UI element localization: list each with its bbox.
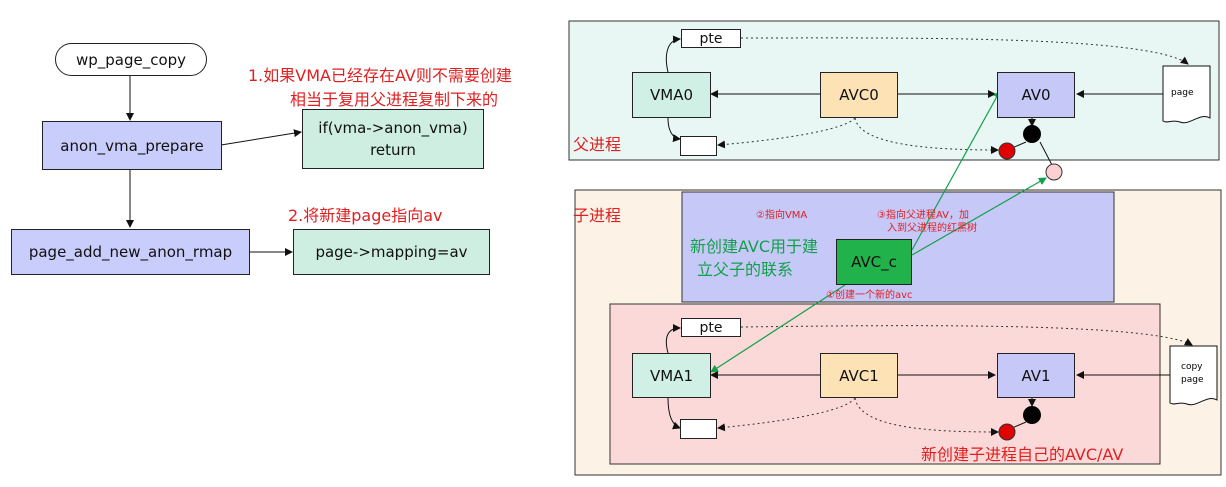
parent-avc0: AVC0 — [820, 72, 898, 118]
avc1-to-red-dotted — [854, 397, 999, 436]
node-mapping-label: page->mapping=av — [315, 243, 468, 261]
black1-to-red — [1011, 421, 1027, 429]
copy-page-doc-shape — [1169, 345, 1218, 406]
avcc-to-pink-green — [911, 177, 1047, 256]
child-av1: AV1 — [997, 353, 1075, 398]
node-anon-vma-prepare: anon_vma_prepare — [42, 121, 222, 170]
vma0-to-box — [667, 117, 681, 143]
black-to-pink — [1039, 141, 1053, 166]
copy-page-label-line-2: page — [1181, 375, 1204, 385]
parent-process-label: 父进程 — [573, 135, 622, 154]
parent-avc0-label: AVC0 — [839, 86, 879, 104]
child-pte: pte — [681, 318, 741, 337]
parent-page-label: page — [1171, 88, 1194, 98]
child-vma1: VMA1 — [632, 353, 711, 398]
step-2-note: ②指向VMA — [756, 210, 808, 221]
rbtree-node-red — [998, 142, 1016, 160]
child-own-avc-av-note: 新创建子进程自己的AVC/AV — [921, 445, 1124, 464]
child-process-label: 子进程 — [573, 206, 622, 225]
rbtree-node-black — [1023, 125, 1041, 143]
vma1-to-box — [667, 397, 681, 430]
note-2: 2.将新建page指向av — [288, 206, 443, 225]
step-1-note: ①创建一个新的avc — [826, 290, 913, 301]
note-1-line-2: 相当于复用父进程复制下来的 — [290, 90, 499, 109]
avcc-to-vma1-green — [710, 284, 846, 373]
child-avc1: AVC1 — [820, 353, 898, 398]
check-line-1: if(vma->anon_vma) — [318, 119, 468, 137]
avc1-to-box-dotted — [717, 397, 856, 432]
child-pte-slot — [680, 419, 717, 439]
step-3-note-line-1: ③指向父进程AV，加 — [877, 210, 970, 221]
child-avc-c-label: AVC_c — [851, 253, 897, 271]
vma0-to-pte — [665, 35, 681, 73]
parent-pte: pte — [681, 29, 741, 48]
pte-to-page-dotted — [740, 37, 1189, 65]
child-pte-label: pte — [699, 319, 723, 336]
node-anon-vma-prepare-label: anon_vma_prepare — [60, 136, 204, 155]
child-avc1-label: AVC1 — [839, 366, 879, 385]
parent-av0-label: AV0 — [1021, 86, 1051, 104]
node-wp-page-copy-label: wp_page_copy — [75, 50, 187, 69]
vma1-to-pte — [665, 324, 681, 354]
parent-vma0: VMA0 — [632, 72, 711, 118]
note-1-line-1: 1.如果VMA已经存在AV则不需要创建 — [248, 66, 512, 85]
node-page-add-new-anon-rmap: page_add_new_anon_rmap — [11, 229, 250, 275]
step-3-note-line-2: 入到父进程的红黑树 — [887, 223, 977, 234]
new-avc-note-line-2: 立父子的联系 — [697, 260, 794, 279]
rbtree-node-new — [1045, 163, 1063, 181]
parent-av0: AV0 — [997, 72, 1075, 118]
child-avc-c: AVC_c — [836, 239, 912, 285]
avc0-to-box-dotted — [717, 117, 856, 149]
check-line-2: return — [370, 141, 416, 159]
child-vma1-label: VMA1 — [649, 366, 693, 385]
node-wp-page-copy: wp_page_copy — [55, 43, 207, 76]
parent-pte-label: pte — [699, 30, 723, 47]
parent-vma0-label: VMA0 — [649, 86, 693, 104]
new-avc-note-line-1: 新创建AVC用于建 — [690, 237, 819, 256]
page-doc-shape — [1162, 65, 1211, 124]
copy-page-label-line-1: copy — [1181, 362, 1203, 372]
rbtree-node-red-child — [998, 423, 1016, 441]
node-check-anon-vma: if(vma->anon_vma) return — [302, 109, 484, 169]
rbtree-node-black-child — [1023, 406, 1041, 424]
node-page-mapping: page->mapping=av — [293, 229, 490, 275]
child-av1-label: AV1 — [1021, 366, 1051, 385]
avcc-to-av0-green — [911, 90, 1001, 251]
parent-pte-slot — [680, 136, 717, 156]
arrow-prepare-check — [220, 129, 302, 146]
node-rmap-label: page_add_new_anon_rmap — [28, 243, 233, 261]
